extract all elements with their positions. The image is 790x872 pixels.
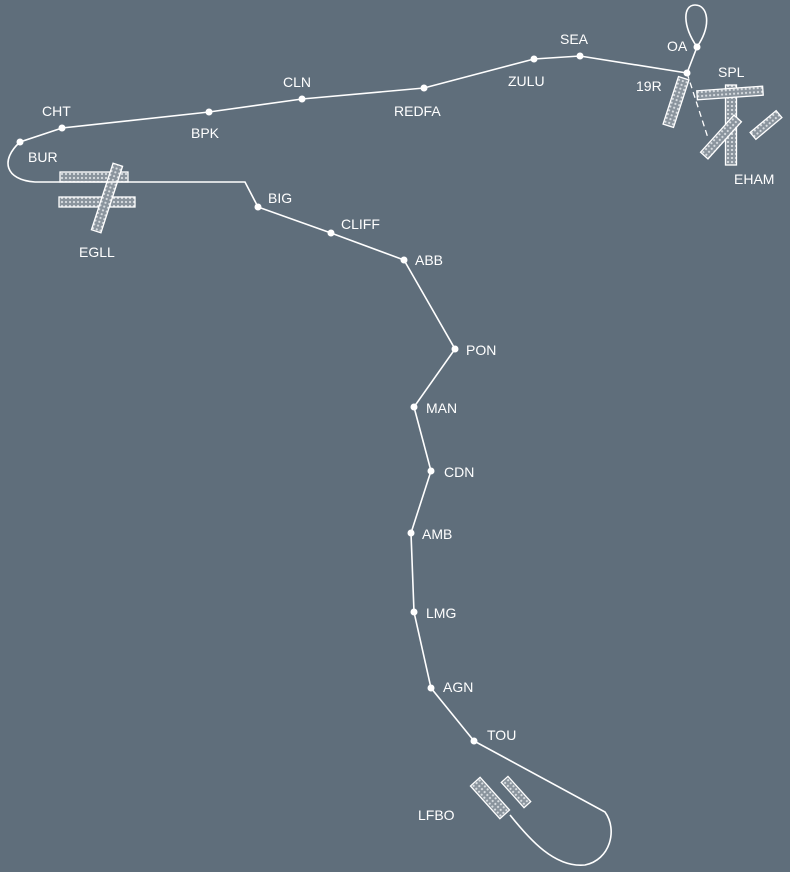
waypoint-cliff-dot — [327, 229, 335, 237]
waypoint-label-tou: TOU — [487, 727, 516, 743]
waypoint-19r-dot — [683, 69, 691, 77]
waypoint-big-dot — [254, 203, 262, 211]
waypoint-label-oa: OA — [667, 38, 688, 54]
runway — [662, 75, 690, 129]
waypoint-label-man: MAN — [426, 400, 457, 416]
runway — [696, 85, 764, 101]
waypoint-redfa-dot — [420, 84, 428, 92]
route-line — [7, 4, 708, 866]
waypoint-lmg-dot — [410, 608, 418, 616]
waypoint-cdn-dot — [427, 467, 435, 475]
waypoint-label-cln: CLN — [283, 74, 311, 90]
runway — [58, 196, 136, 208]
waypoint-tou-dot — [470, 737, 478, 745]
airport-label-lfbo: LFBO — [418, 807, 455, 823]
waypoint-label-19r: 19R — [636, 78, 662, 94]
waypoint-label-zulu: ZULU — [508, 73, 545, 89]
waypoint-cln-dot — [298, 95, 306, 103]
runway — [90, 162, 124, 234]
waypoint-label-cdn: CDN — [444, 464, 474, 480]
waypoint-label-sea: SEA — [560, 31, 589, 47]
waypoint-label-bur: BUR — [28, 149, 58, 165]
waypoint-cht-dot — [58, 124, 66, 132]
waypoint-label-cliff: CLIFF — [341, 216, 380, 232]
waypoint-label-agn: AGN — [443, 679, 473, 695]
waypoint-agn-dot — [427, 684, 435, 692]
waypoint-label-redfa: REDFA — [394, 103, 441, 119]
waypoint-label-big: BIG — [268, 190, 292, 206]
airport-label-egll: EGLL — [79, 244, 115, 260]
dashed-route — [686, 72, 709, 139]
waypoint-label-bpk: BPK — [191, 125, 220, 141]
waypoint-oa-dot — [693, 43, 701, 51]
waypoint-label-abb: ABB — [415, 252, 443, 268]
waypoint-label-cht: CHT — [42, 103, 71, 119]
waypoint-abb-dot — [400, 256, 408, 264]
waypoint-label-amb: AMB — [422, 526, 452, 542]
waypoint-pon-dot — [451, 345, 459, 353]
waypoint-label-spl: SPL — [718, 64, 745, 80]
runway — [469, 776, 511, 820]
waypoint-man-dot — [410, 403, 418, 411]
airport-label-eham: EHAM — [734, 171, 774, 187]
runway — [699, 114, 743, 160]
waypoint-amb-dot — [407, 529, 415, 537]
runway — [749, 109, 783, 141]
waypoint-zulu-dot — [530, 55, 538, 63]
runways — [58, 75, 783, 820]
runway — [500, 775, 532, 809]
waypoint-bur-dot — [16, 138, 24, 146]
waypoint-label-pon: PON — [466, 342, 496, 358]
waypoint-sea-dot — [576, 52, 584, 60]
waypoint-label-lmg: LMG — [426, 605, 456, 621]
waypoint-bpk-dot — [205, 108, 213, 116]
